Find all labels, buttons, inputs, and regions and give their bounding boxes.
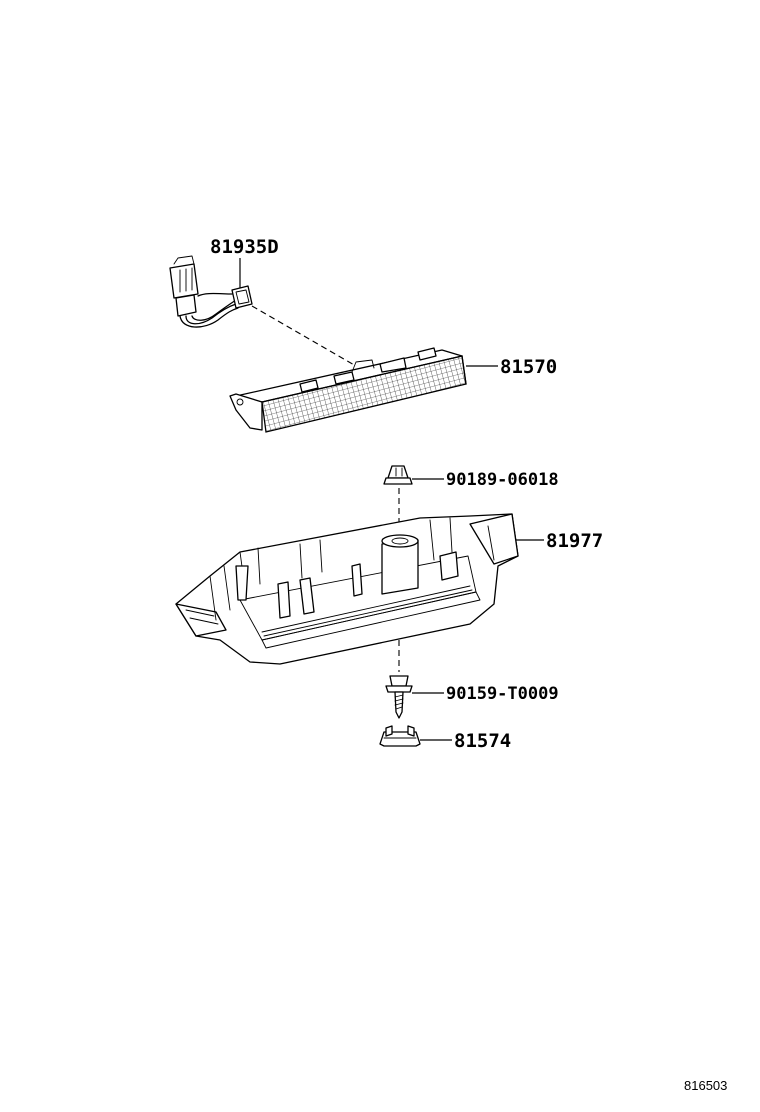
part-number-wire-harness: 81935D xyxy=(210,236,279,258)
screw-drawing xyxy=(385,675,413,719)
diagram-reference-code: 816503 xyxy=(684,1078,727,1093)
part-number-cover: 81977 xyxy=(546,530,603,552)
clip-drawing xyxy=(383,465,413,485)
part-number-screw: 90159-T0009 xyxy=(446,684,559,704)
part-number-lamp-assembly: 81570 xyxy=(500,356,557,378)
cover-drawing xyxy=(175,513,519,665)
connection-line-harness-lamp xyxy=(251,305,357,367)
lamp-assembly-drawing xyxy=(229,347,467,433)
wire-harness-drawing xyxy=(169,255,253,328)
socket-drawing xyxy=(379,725,421,747)
part-number-socket: 81574 xyxy=(454,730,511,752)
part-number-clip: 90189-06018 xyxy=(446,470,559,490)
